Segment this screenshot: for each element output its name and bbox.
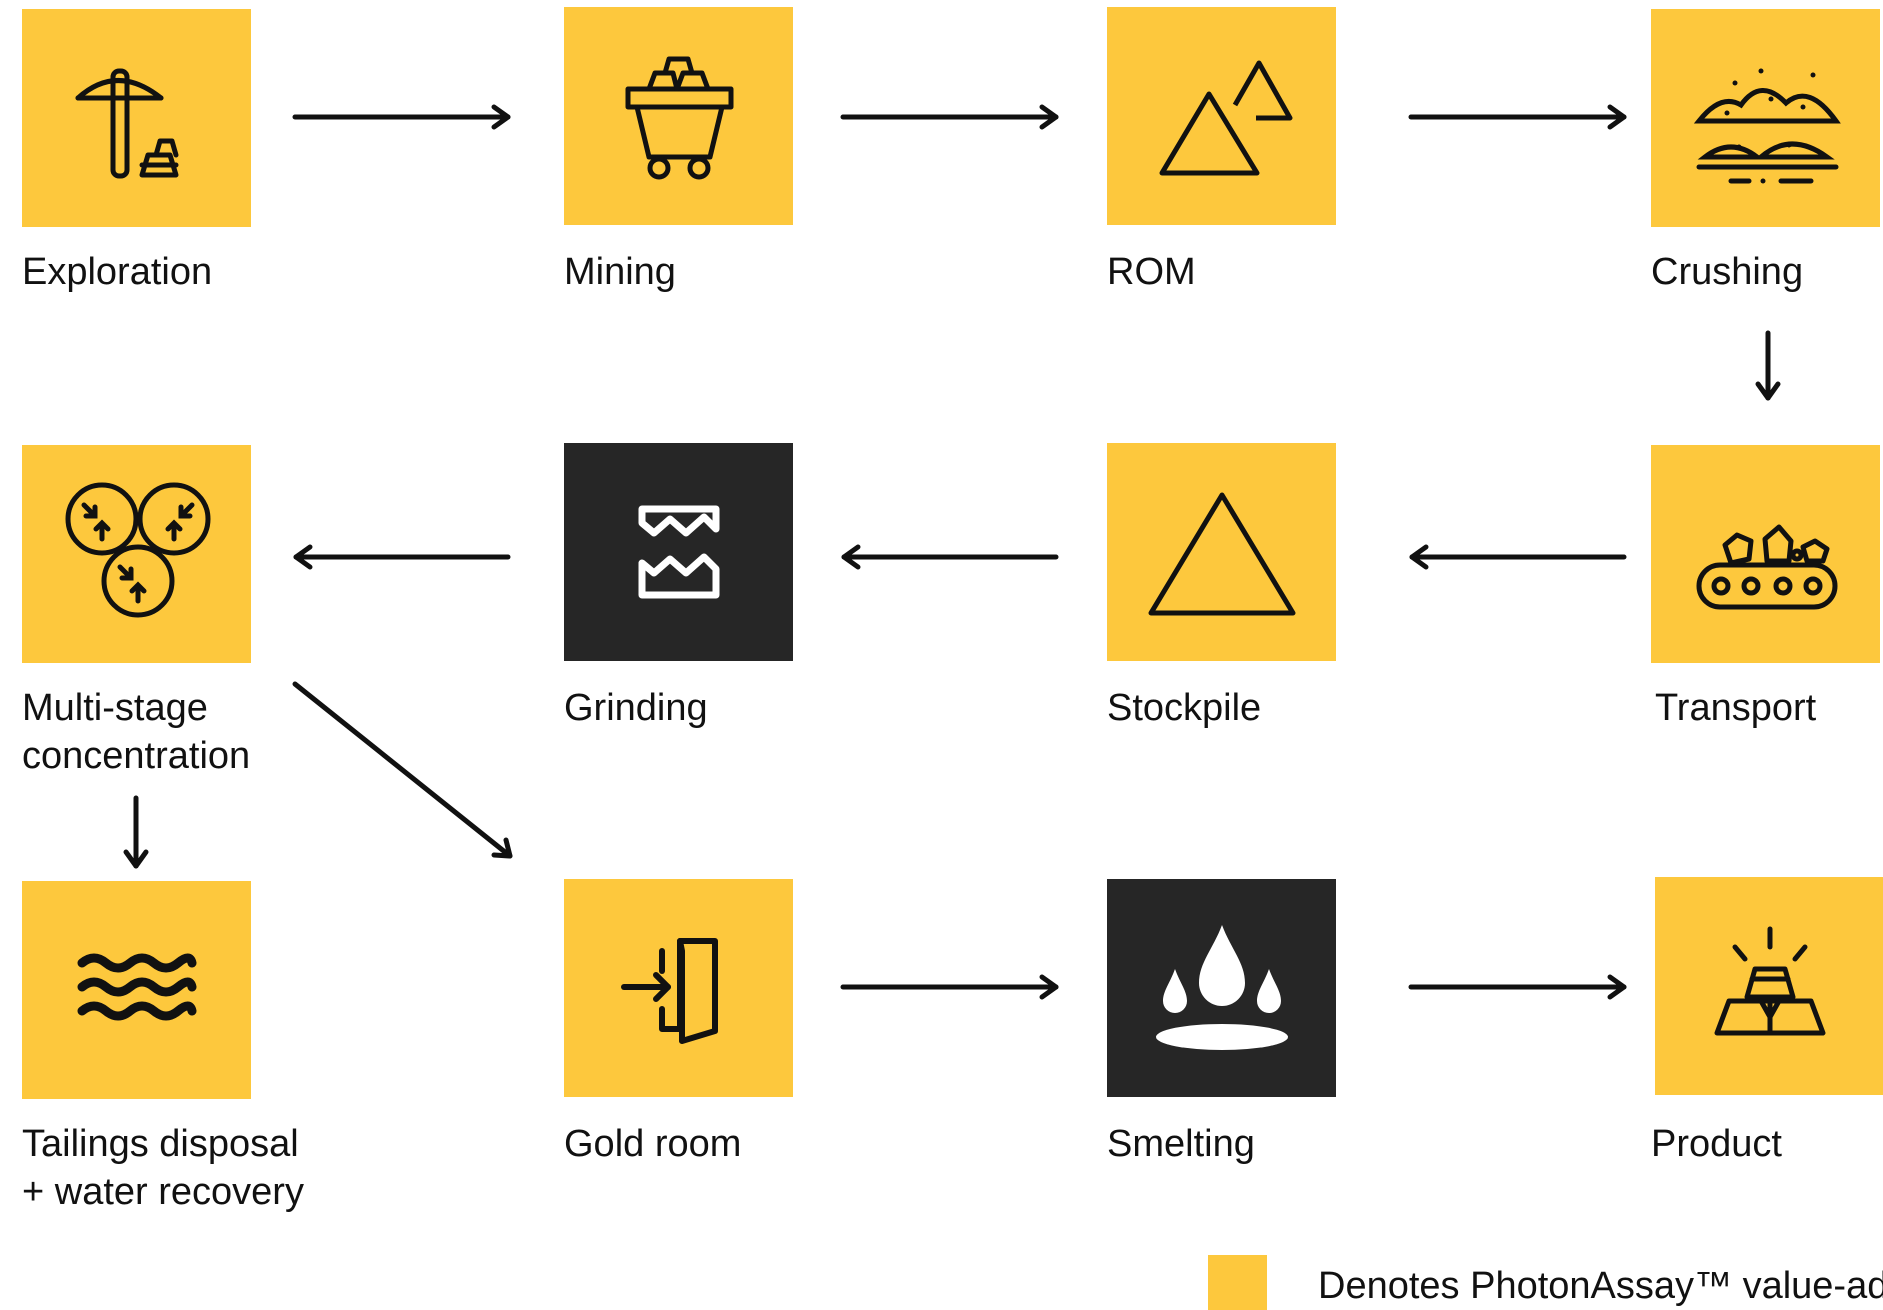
smelting-tile xyxy=(1107,879,1336,1097)
rom-tile xyxy=(1107,7,1336,225)
ore-piles-icon xyxy=(1159,60,1292,176)
legend-text: Denotes PhotonAssay™ value-added xyxy=(1318,1265,1883,1307)
arrow-grinding-to-multistage xyxy=(293,544,511,570)
arrow-smelting-to-product xyxy=(1408,974,1627,1000)
crushing-tile xyxy=(1651,9,1880,227)
stockpile-tile xyxy=(1107,443,1336,661)
arrow-goldroom-to-smelting xyxy=(840,974,1059,1000)
exploration-label: Exploration xyxy=(22,251,213,293)
conveyor-belt-icon xyxy=(1696,524,1837,610)
arrow-crushing-to-transport xyxy=(1755,330,1781,401)
transport-tile xyxy=(1651,445,1880,663)
grinding-label: Grinding xyxy=(564,687,708,729)
pickaxe-gold-icon xyxy=(75,68,178,179)
legend-swatch xyxy=(1208,1255,1267,1310)
arrow-exploration-to-mining xyxy=(292,104,511,130)
mine-cart-icon xyxy=(625,56,733,180)
smelting-label: Smelting xyxy=(1107,1123,1255,1165)
arrow-multistage-to-tailings xyxy=(123,795,149,869)
tailings-label: Tailings disposal + water recovery xyxy=(22,1123,304,1213)
arrow-multistage-to-goldroom xyxy=(292,681,513,859)
transport-label: Transport xyxy=(1655,687,1817,729)
water-waves-icon xyxy=(77,953,196,1021)
grinding-tile xyxy=(564,443,793,661)
concentration-circles-icon xyxy=(65,482,210,618)
product-tile xyxy=(1655,877,1883,1095)
mining-tile xyxy=(564,7,793,225)
product-label: Product xyxy=(1651,1123,1782,1165)
multistage-tile xyxy=(22,445,251,663)
stockpile-triangle-icon xyxy=(1148,492,1295,616)
grinding-jaw-icon xyxy=(638,505,719,599)
enter-door-icon xyxy=(620,938,718,1044)
arrow-mining-to-rom xyxy=(840,104,1059,130)
arrow-rom-to-crushing xyxy=(1408,104,1627,130)
molten-drops-icon xyxy=(1155,925,1288,1050)
mining-label: Mining xyxy=(564,251,676,293)
arrow-stockpile-to-grinding xyxy=(841,544,1059,570)
rom-label: ROM xyxy=(1107,251,1196,293)
arrow-transport-to-stockpile xyxy=(1409,544,1627,570)
gold-bars-icon xyxy=(1714,926,1825,1036)
goldroom-tile xyxy=(564,879,793,1097)
stockpile-label: Stockpile xyxy=(1107,687,1262,729)
crushed-ore-piles-icon xyxy=(1693,68,1841,184)
tailings-tile xyxy=(22,881,251,1099)
crushing-label: Crushing xyxy=(1651,251,1804,293)
multistage-label: Multi-stage concentration xyxy=(22,687,251,777)
goldroom-label: Gold room xyxy=(564,1123,742,1165)
exploration-tile xyxy=(22,9,251,227)
